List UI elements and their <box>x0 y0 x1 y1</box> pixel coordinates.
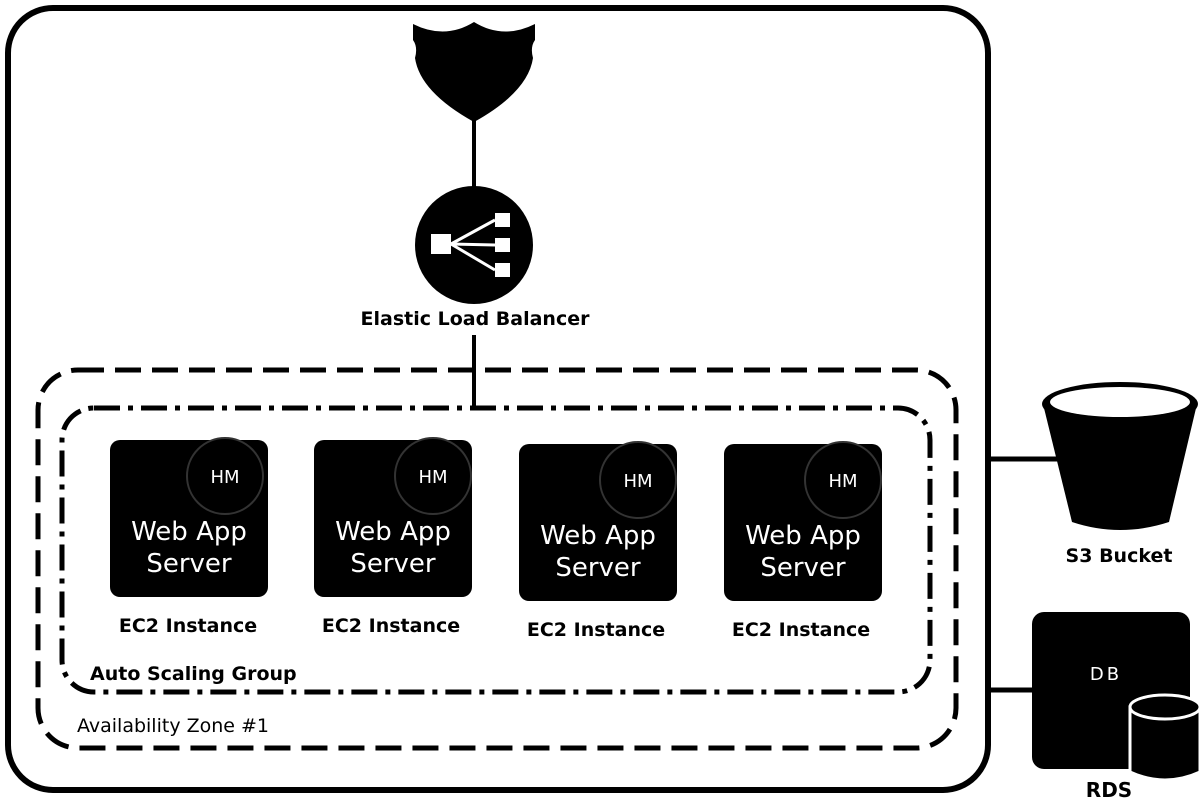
server-label-line1: Web App <box>540 521 656 551</box>
instance-caption: EC2 Instance <box>322 615 460 637</box>
server-label-line2: Server <box>760 553 846 583</box>
load-balancer-label: Elastic Load Balancer <box>361 308 591 330</box>
health-monitor-label: HM <box>623 471 652 492</box>
availability-zone-label: Availability Zone #1 <box>77 715 269 737</box>
instance-caption: EC2 Instance <box>732 619 870 641</box>
server-label-line1: Web App <box>745 521 861 551</box>
instance-caption: EC2 Instance <box>119 615 257 637</box>
auto-scaling-group-label: Auto Scaling Group <box>90 663 297 685</box>
instance-4: HM Web App Server EC2 Instance <box>724 441 882 641</box>
database-cylinder-icon <box>1128 693 1201 782</box>
server-label-line2: Server <box>146 549 232 579</box>
rds-label: RDS <box>1086 778 1132 802</box>
server-label-line2: Server <box>555 553 641 583</box>
s3-bucket-label: S3 Bucket <box>1066 545 1173 567</box>
instance-1: HM Web App Server EC2 Instance <box>110 437 268 637</box>
rds-db-badge: DB <box>1090 664 1122 685</box>
outer-container <box>5 5 991 793</box>
health-monitor-icon <box>599 441 677 519</box>
instance-caption: EC2 Instance <box>527 619 665 641</box>
instance-2: HM Web App Server EC2 Instance <box>314 437 472 637</box>
health-monitor-label: HM <box>210 467 239 488</box>
health-monitor-icon <box>804 441 882 519</box>
server-label-line1: Web App <box>131 517 247 547</box>
internet-gateway-shield-icon <box>413 22 535 122</box>
availability-zone-boundary <box>35 367 959 751</box>
server-label-line1: Web App <box>335 517 451 547</box>
load-balancer-icon <box>415 186 533 304</box>
rds-database-icon: DB <box>1032 612 1201 782</box>
auto-scaling-group-boundary <box>59 405 933 695</box>
s3-bucket-icon <box>1042 382 1198 530</box>
health-monitor-icon <box>394 437 472 515</box>
server-label-line2: Server <box>350 549 436 579</box>
health-monitor-icon <box>186 437 264 515</box>
health-monitor-label: HM <box>418 467 447 488</box>
instance-3: HM Web App Server EC2 Instance <box>519 441 677 641</box>
health-monitor-label: HM <box>828 471 857 492</box>
